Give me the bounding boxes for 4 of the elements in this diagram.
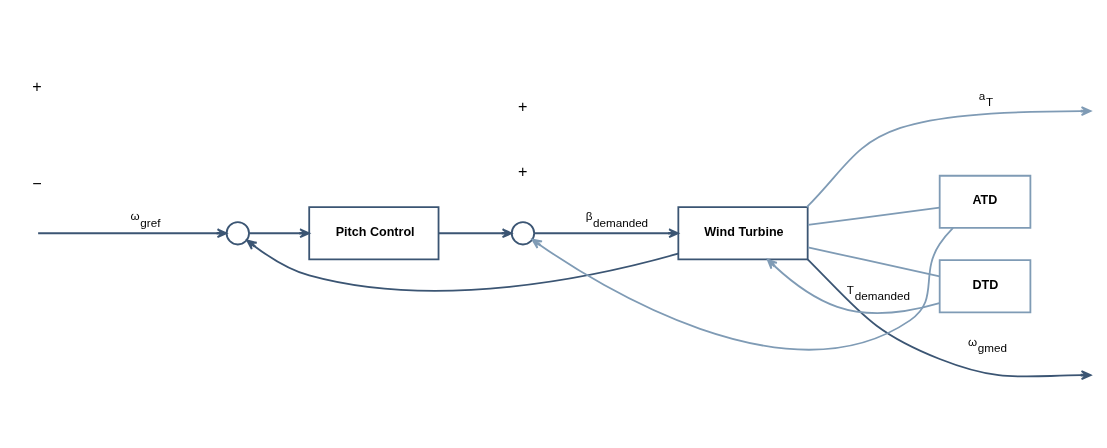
label: + bbox=[518, 96, 528, 115]
label: + bbox=[518, 161, 528, 180]
label: + bbox=[32, 76, 42, 95]
label: − bbox=[32, 173, 42, 192]
